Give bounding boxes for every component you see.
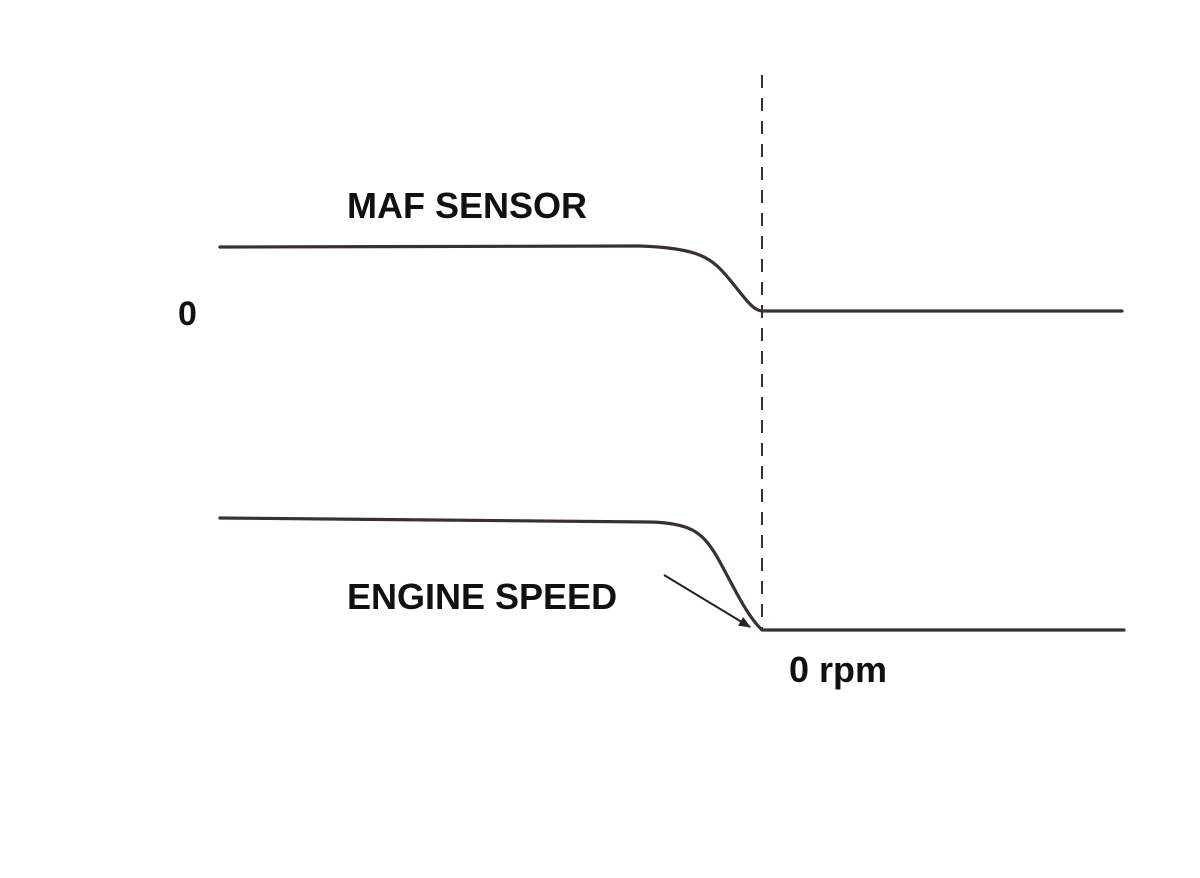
engine-speed-arrow — [663, 574, 751, 628]
engine-zero-rpm-label: 0 rpm — [789, 649, 887, 690]
maf-sensor-trace — [218, 244, 1124, 313]
engine-speed-trace — [218, 516, 1126, 632]
maf-zero-label: 0 — [178, 295, 197, 333]
maf-sensor-label: MAF SENSOR — [347, 185, 587, 226]
engine-speed-label: ENGINE SPEED — [347, 576, 617, 617]
